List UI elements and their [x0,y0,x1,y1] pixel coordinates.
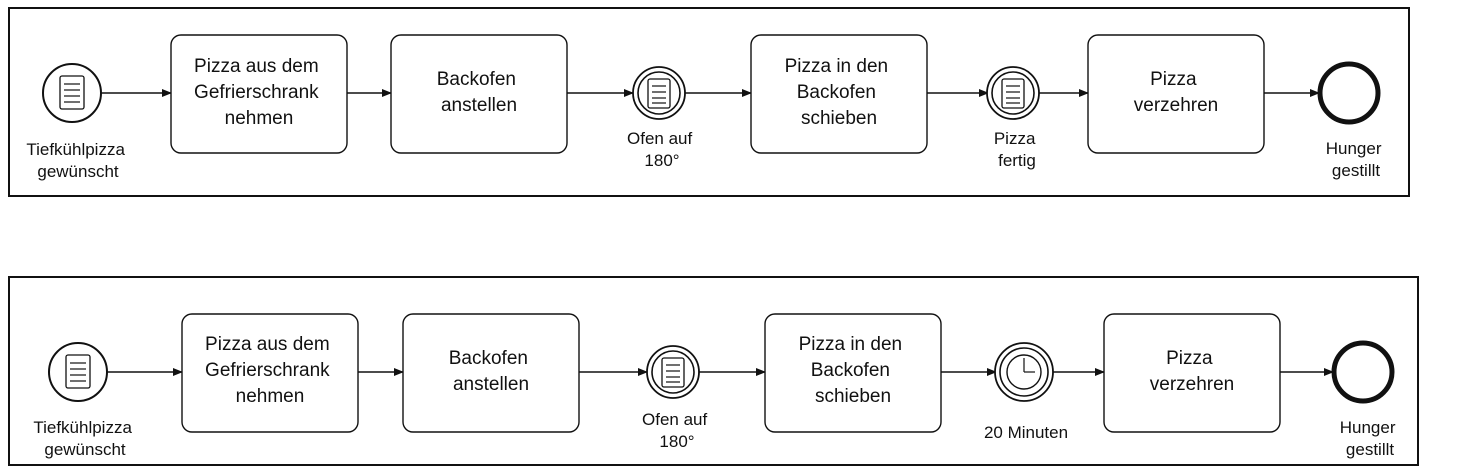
event-label-line: Pizza [994,129,1036,148]
event-label-line: Tiefkühlpizza [33,418,132,437]
event-label-line: fertig [998,151,1036,170]
event-label-line: Tiefkühlpizza [26,140,125,159]
event-label: Pizza fertig [994,129,1040,170]
end-event[interactable] [1317,61,1381,125]
message-icon [65,354,91,389]
process-diagram-1: Tiefkühlpizza gewünscht Pizza aus dem Ge… [8,7,1410,197]
event-label: Hunger gestillt [1340,418,1401,459]
event-label-line: 180° [644,151,679,170]
task-label-line: Pizza [1166,348,1213,369]
task-label-line: Pizza in den [799,334,903,355]
task-label-line: schieben [815,386,891,407]
clock-icon [1006,354,1042,390]
task-label-line: Backofen [811,360,890,381]
event-label: Tiefkühlpizza gewünscht [26,140,129,181]
svg-text:Backofen anstellen: Backofen anstellen [437,69,522,116]
event-label-line: 180° [659,432,694,451]
svg-text:Pizza in den Backofen: Pizza in den Backofen schieben [799,334,908,407]
message-icon [1001,78,1025,109]
intermediate-event[interactable] [986,66,1040,120]
intermediate-event[interactable] [632,66,686,120]
task-label-line: nehmen [225,108,294,129]
event-label-line: Ofen auf [642,410,707,429]
event-label-line: Ofen auf [627,129,692,148]
event-label-line: gewünscht [37,162,119,181]
event-label-line: gestillt [1346,440,1394,459]
event-label-line: Hunger [1326,139,1382,158]
pool-frame [8,7,1410,197]
task-label-line: anstellen [441,95,517,116]
task-box[interactable]: Pizza verzehren [1103,313,1281,433]
task-box[interactable]: Backofen anstellen [402,313,580,433]
task-box[interactable]: Pizza aus dem Gefrierschrank nehmen [181,313,359,433]
timer-event[interactable] [994,342,1054,402]
task-label-line: Backofen [797,82,876,103]
task-box[interactable]: Pizza verzehren [1087,34,1265,154]
task-label-line: verzehren [1134,95,1219,116]
event-label-line: 20 Minuten [984,423,1068,442]
task-label-line: nehmen [236,386,305,407]
task-box[interactable]: Pizza in den Backofen schieben [750,34,928,154]
task-box[interactable]: Pizza aus dem Gefrierschrank nehmen [170,34,348,154]
task-label-line: schieben [801,108,877,129]
svg-text:Pizza verzehren: Pizza verzehren [1134,69,1219,116]
start-event[interactable] [42,63,102,123]
task-label-line: anstellen [453,374,529,395]
task-label-line: verzehren [1150,374,1235,395]
task-label-line: Backofen [437,69,516,90]
task-label-line: Pizza in den [785,56,889,77]
event-label-line: gewünscht [44,440,126,459]
svg-text:Pizza in den Backofen: Pizza in den Backofen schieben [785,56,894,129]
message-icon [661,357,685,388]
svg-text:Pizza aus dem Gefriers: Pizza aus dem Gefrierschrank nehmen [205,334,335,407]
process-diagram-2: Tiefkühlpizza gewünscht Pizza aus dem Ge… [8,276,1419,466]
end-event[interactable] [1331,340,1395,404]
svg-text:Pizza aus dem Gefriers: Pizza aus dem Gefrierschrank nehmen [194,56,324,129]
message-icon [59,75,85,110]
svg-text:Backofen anstellen: Backofen anstellen [449,348,534,395]
task-label-line: Pizza aus dem [194,56,319,77]
task-box[interactable]: Pizza in den Backofen schieben [764,313,942,433]
event-label: Ofen auf 180° [627,129,697,170]
task-label-line: Gefrierschrank [194,82,319,103]
message-icon [647,78,671,109]
intermediate-event[interactable] [646,345,700,399]
event-label: Ofen auf 180° [642,410,712,451]
task-label-line: Pizza [1150,69,1197,90]
pool-frame [8,276,1419,466]
event-label-line: gestillt [1332,161,1380,180]
task-label-line: Gefrierschrank [205,360,330,381]
event-label: Tiefkühlpizza gewünscht [33,418,136,459]
event-label: Hunger gestillt [1326,139,1387,180]
event-label-line: Hunger [1340,418,1396,437]
task-label-line: Backofen [449,348,528,369]
task-box[interactable]: Backofen anstellen [390,34,568,154]
svg-text:Pizza verzehren: Pizza verzehren [1150,348,1235,395]
task-label-line: Pizza aus dem [205,334,330,355]
event-label: 20 Minuten [984,423,1068,442]
start-event[interactable] [48,342,108,402]
